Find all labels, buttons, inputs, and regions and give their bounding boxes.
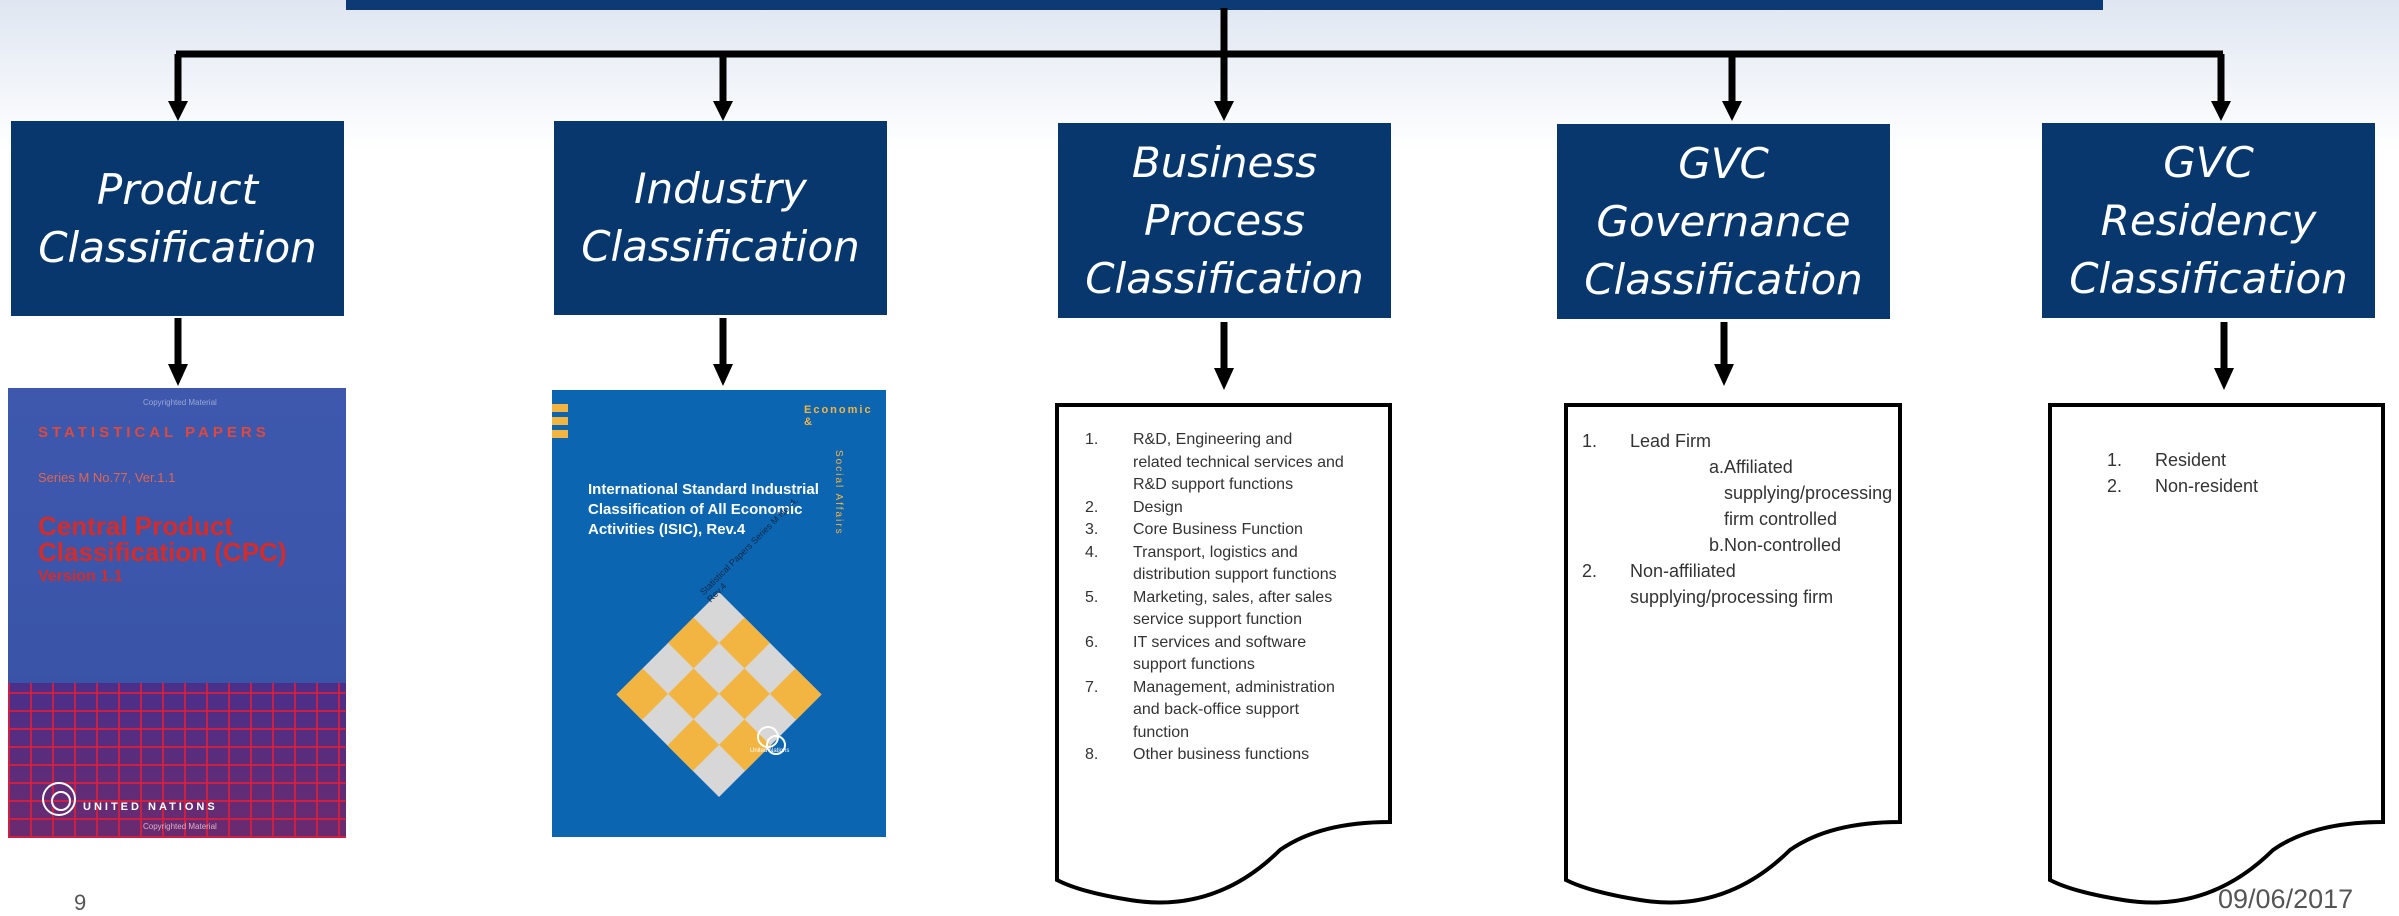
list-item: a.Affiliated supplying/processing firm c…	[1709, 457, 1893, 529]
arrow-down	[2214, 368, 2234, 390]
slide-date: 09/06/2017	[2218, 884, 2354, 914]
isic-corner-label: Economic &	[804, 404, 873, 428]
governance-document-shape	[1564, 403, 1902, 905]
arrow-down	[168, 364, 188, 386]
arrow-down	[1214, 368, 1234, 390]
cpc-title: Central Product Classification (CPC)	[38, 511, 287, 567]
arrow-down	[168, 101, 188, 121]
cpc-series-number: Series M No.77, Ver.1.1	[38, 470, 176, 485]
residency-document-shape	[2048, 403, 2385, 905]
business-process-list: 1.R&D, Engineering and related technical…	[1085, 429, 1345, 767]
isic-vertical-label: Social Affairs	[833, 450, 844, 536]
arrow-down	[713, 364, 733, 386]
isic-title: International Standard Industrial Classi…	[588, 481, 819, 538]
arrow-down	[713, 101, 733, 121]
list-item: 2.Non-affiliated supplying/processing fi…	[1582, 561, 1834, 607]
list-item: 1.Lead Firm	[1582, 431, 1712, 451]
un-emblem-icon	[757, 726, 786, 755]
cpc-copyright-top: Copyrighted Material	[143, 398, 217, 407]
arrow-down	[1214, 101, 1234, 121]
list-item: b.Non-controlled	[1709, 535, 1842, 555]
arrow-down	[2211, 101, 2231, 121]
isic-accent-bars	[552, 404, 568, 443]
list-item: 8.Other business functions	[1085, 746, 1310, 763]
isic-diamond-pattern	[616, 592, 822, 798]
cpc-series-header: STATISTICAL PAPERS	[38, 424, 270, 441]
list-item: 1.Resident	[2107, 450, 2227, 470]
isic-cover-image: Economic & Social Affairs International …	[552, 390, 886, 837]
cpc-cover-image: Copyrighted Material STATISTICAL PAPERS …	[8, 388, 346, 838]
list-item: 3.Core Business Function	[1085, 521, 1303, 538]
business-process-document-shape	[1055, 403, 1392, 905]
list-item: 2.Design	[1085, 498, 1183, 516]
list-item: 6.IT services and software support funct…	[1085, 633, 1307, 674]
residency-list: 1.Resident 2.Non-resident	[2107, 447, 2337, 499]
list-item: 4.Transport, logistics and distribution …	[1085, 543, 1337, 584]
arrow-down	[1722, 101, 1742, 121]
list-item: 2.Non-resident	[2107, 476, 2259, 496]
list-item: 1.R&D, Engineering and related technical…	[1085, 431, 1344, 493]
list-item: 7.Management, administration and back-of…	[1085, 678, 1335, 741]
top-banner	[346, 0, 2103, 10]
isic-publisher: United Nations	[750, 748, 790, 754]
cpc-version: Version 1.1	[38, 568, 123, 585]
cpc-publisher: UNITED NATIONS	[83, 801, 218, 813]
list-item: 5.Marketing, sales, after sales service …	[1085, 588, 1333, 629]
un-emblem-icon	[42, 782, 76, 816]
cpc-copyright-bottom: Copyrighted Material	[143, 822, 217, 831]
slide-number: 9	[74, 890, 87, 915]
arrow-down	[1714, 364, 1734, 386]
governance-list: 1.Lead Firm a.Affiliated supplying/proce…	[1582, 428, 1893, 610]
